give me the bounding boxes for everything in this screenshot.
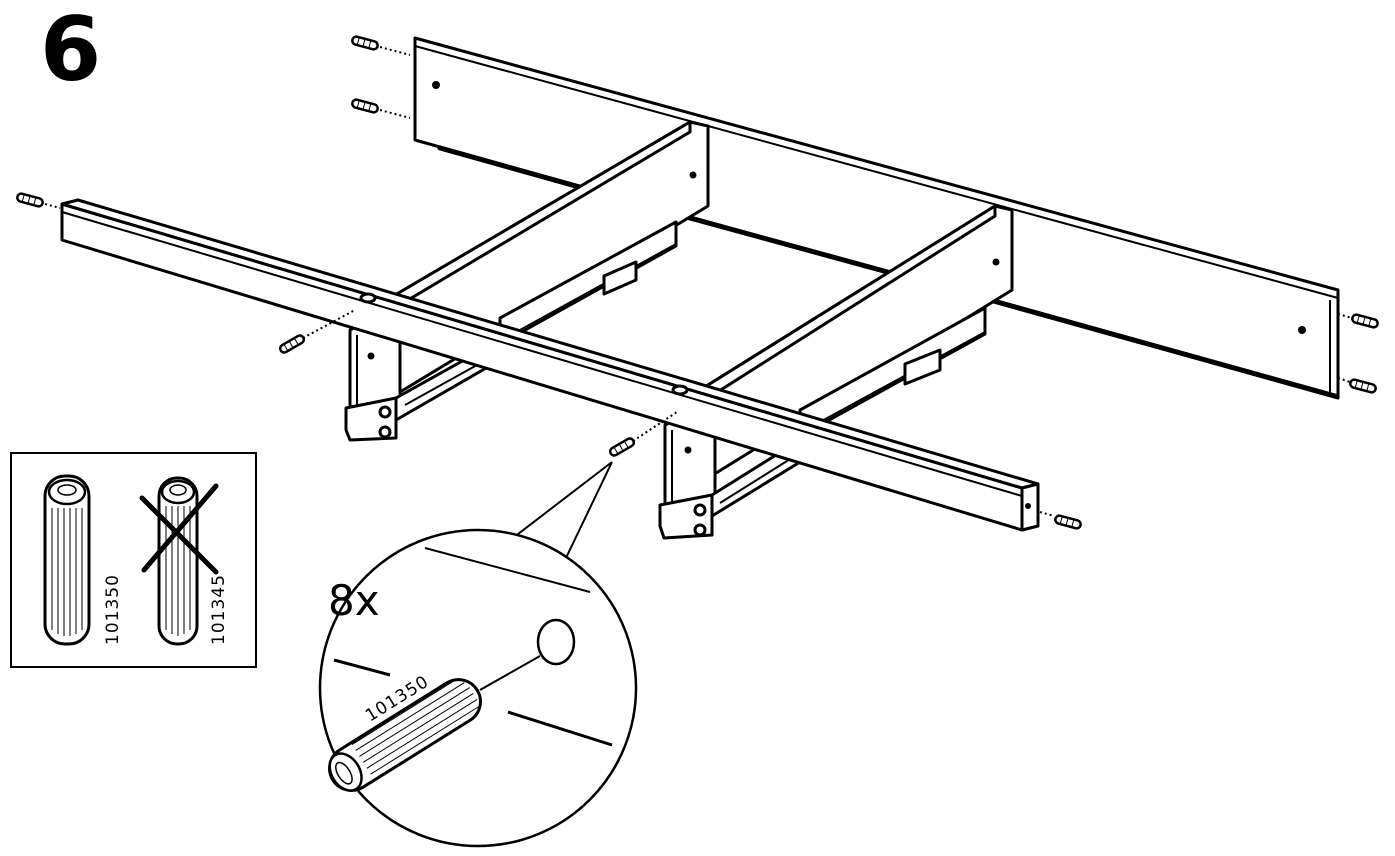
wrong-part-code: 101345 <box>209 574 229 645</box>
dowel-icon <box>328 677 482 792</box>
quantity-label: 8x <box>328 576 380 625</box>
part-legend-box: 101350 101345 <box>10 452 257 668</box>
dowel-back-right-top <box>1350 312 1380 330</box>
dowel-back-right-bottom <box>1348 377 1378 395</box>
cross-mark-icon <box>139 483 219 575</box>
wrong-dowel-icon <box>157 476 199 646</box>
correct-part-code: 101350 <box>103 574 123 645</box>
front-rail <box>60 198 1040 532</box>
dowel-back-left-top <box>350 34 380 52</box>
correct-dowel-icon <box>43 474 91 646</box>
detail-magnifier: 101350 <box>318 528 638 848</box>
dowel-front-left <box>15 191 45 209</box>
dowel-front-right <box>1053 513 1083 531</box>
back-panel <box>413 36 1340 400</box>
step-number: 6 <box>40 0 101 101</box>
dowel-back-left-bottom <box>350 97 380 115</box>
dowel-front-mid-left <box>277 332 307 356</box>
dowel-front-mid-right <box>607 435 637 459</box>
